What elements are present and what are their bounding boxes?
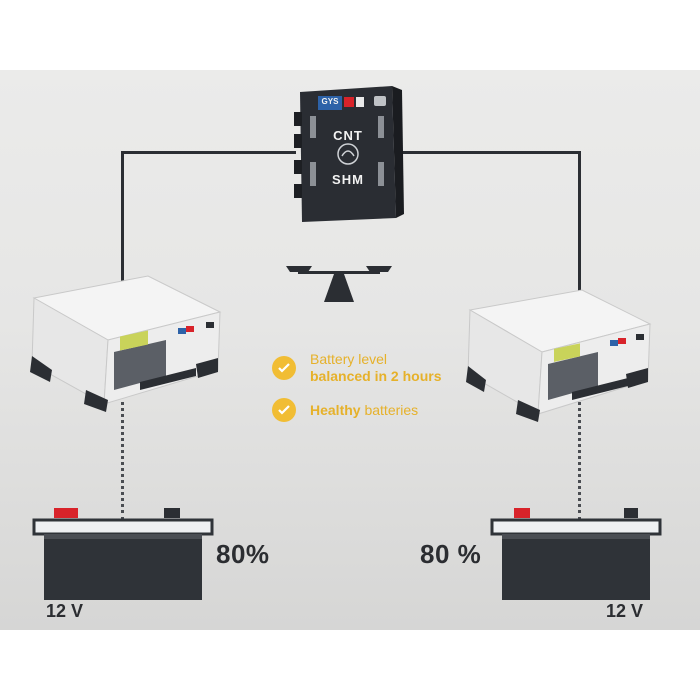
- benefit-balanced-prefix: Battery level: [310, 351, 388, 367]
- benefit-healthy-text: Healthy batteries: [310, 402, 418, 419]
- benefit-healthy-suffix: batteries: [360, 401, 419, 418]
- benefit-balanced-bold: balanced in 2 hours: [310, 368, 442, 384]
- right-battery-percent: 80 %: [420, 539, 482, 569]
- hub-label-shm: SHM: [332, 172, 364, 187]
- cnt-shm-hub-icon: GYS CNT SHM: [292, 82, 404, 228]
- benefit-healthy: Healthy batteries: [272, 398, 418, 422]
- battery-charger-icon-right: [464, 286, 656, 424]
- battery-charger-icon-left: [28, 272, 226, 414]
- cable-right-dotted: [578, 395, 581, 520]
- wire-right-vertical: [578, 151, 581, 351]
- wire-left-vertical: [121, 151, 124, 351]
- hub-brand-label: GYS: [321, 97, 339, 106]
- right-battery-voltage: 12 V: [606, 601, 644, 621]
- car-battery-icon-left: [30, 508, 216, 602]
- benefit-healthy-bold: Healthy: [310, 401, 361, 418]
- diagram-canvas: GYS CNT SHM: [0, 70, 700, 630]
- cable-left-dotted: [121, 395, 124, 520]
- hub-label-cnt: CNT: [333, 128, 363, 143]
- left-battery-percent: 80%: [216, 539, 270, 569]
- benefit-balanced: Battery level balanced in 2 hours: [272, 351, 441, 385]
- wire-left-horizontal: [121, 151, 296, 154]
- wire-right-horizontal: [400, 151, 581, 154]
- check-circle-icon: [272, 356, 296, 380]
- check-circle-icon: [272, 398, 296, 422]
- benefit-balanced-text: Battery level balanced in 2 hours: [310, 351, 441, 385]
- car-battery-icon-right: [488, 508, 664, 602]
- balance-scale-icon: [282, 262, 396, 308]
- left-battery-voltage: 12 V: [46, 601, 84, 621]
